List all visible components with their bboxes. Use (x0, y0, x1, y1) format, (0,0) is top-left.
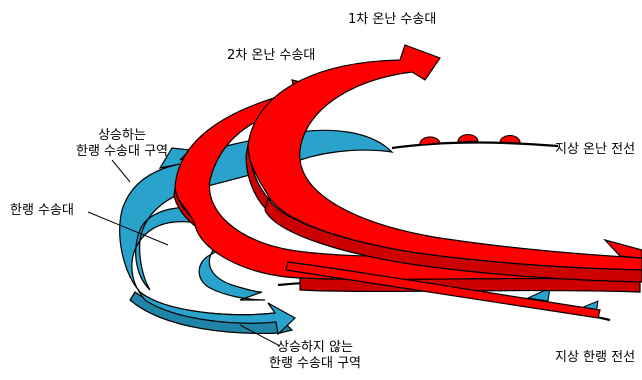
warm-conveyor-belt-1 (246, 45, 642, 282)
label-rising-cold-belt: 상승하는 한랭 수송대 구역 (52, 128, 192, 160)
label-warm-belt-2: 2차 온난 수송대 (227, 48, 315, 64)
leader-rising-zone (112, 160, 130, 182)
label-non-rising-cold-belt: 상승하지 않는 한랭 수송대 구역 (240, 340, 390, 372)
label-warm-belt-1: 1차 온난 수송대 (348, 12, 436, 28)
label-non-rising-cold-belt-line1: 상승하지 않는 (240, 340, 390, 356)
label-rising-cold-belt-line2: 한랭 수송대 구역 (52, 144, 192, 160)
label-cold-belt: 한랭 수송대 (10, 203, 74, 219)
label-non-rising-cold-belt-line2: 한랭 수송대 구역 (240, 356, 390, 372)
warm-front-line (392, 143, 558, 149)
label-cold-front: 지상 한랭 전선 (555, 350, 635, 366)
label-rising-cold-belt-line1: 상승하는 (52, 128, 192, 144)
label-warm-front: 지상 온난 전선 (555, 142, 635, 158)
